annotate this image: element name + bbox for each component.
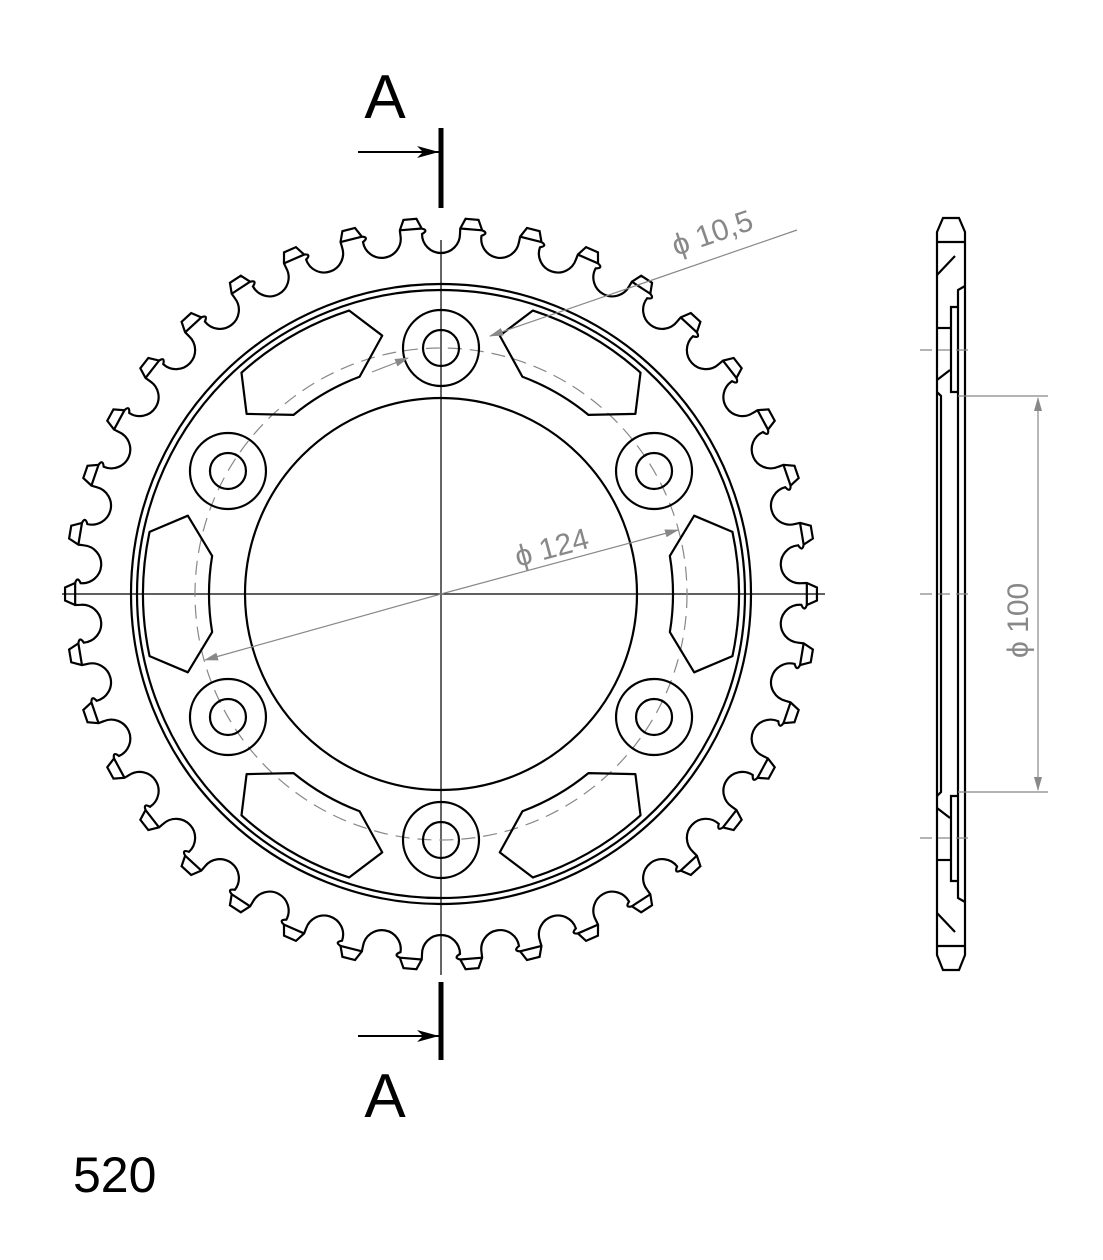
tooth-chamfer-line: [283, 253, 305, 265]
section-label-top: A: [364, 63, 406, 132]
tooth-chamfer-line: [679, 316, 698, 334]
sprocket-side-view: ϕ 100: [920, 216, 1048, 972]
tooth-chamfer-line: [340, 944, 363, 953]
tooth-chamfer-line: [460, 227, 483, 232]
lightening-window: [240, 309, 384, 416]
tooth-chamfer-line: [577, 923, 599, 935]
tooth-chamfer-line: [184, 316, 203, 334]
tooth-chamfer-line: [90, 702, 100, 724]
tooth-chamfer-line: [340, 235, 363, 244]
bolt-hole-boss: [401, 800, 481, 880]
tooth-chamfer-line: [722, 359, 738, 379]
tooth-chamfer-line: [399, 227, 422, 232]
tooth-chamfer-line: [798, 643, 805, 666]
tooth-chamfer-line: [519, 235, 542, 244]
tooth-chamfer-line: [631, 893, 651, 908]
tooth-chamfer-line: [460, 956, 483, 961]
tooth-chamfer-line: [90, 464, 100, 486]
chain-size-label: 520: [73, 1147, 156, 1203]
bolt-hole: [208, 451, 248, 491]
lightening-window: [240, 772, 384, 879]
section-marker-top: A: [358, 63, 444, 208]
bolt-hole-boss: [188, 677, 268, 757]
tooth-chamfer-line: [782, 464, 792, 486]
tooth-chamfer-line: [77, 522, 84, 545]
bolt-circle-diameter-label: ϕ 124: [511, 522, 592, 573]
tooth-chamfer-line: [113, 757, 126, 779]
section-marker-bottom: A: [358, 982, 444, 1131]
tooth-chamfer-line: [519, 944, 542, 953]
tooth-chamfer-line: [399, 956, 422, 961]
tooth-chamfer-line: [184, 854, 203, 872]
sprocket-front-view: [63, 217, 819, 971]
lightening-window: [498, 309, 642, 416]
bolt-hole-boss: [614, 677, 694, 757]
center-bore-diameter-label: ϕ 100: [1002, 583, 1035, 658]
tooth-chamfer-line: [231, 280, 251, 295]
tooth-chamfer-line: [113, 409, 126, 431]
bolt-hole: [208, 697, 248, 737]
bolt-hole-dimension: ϕ 10,5: [371, 204, 798, 373]
tooth-chamfer-line: [722, 809, 738, 829]
bolt-hole: [421, 820, 461, 860]
bolt-hole: [634, 451, 674, 491]
tooth-chamfer-line: [283, 923, 305, 935]
lightening-window: [668, 514, 741, 674]
tooth-chamfer-line: [631, 280, 651, 295]
sprocket-teeth-outline: [63, 217, 819, 971]
section-label-bottom: A: [364, 1062, 406, 1131]
lightening-window: [498, 772, 642, 879]
bolt-hole: [421, 328, 461, 368]
tooth-chamfer-line: [77, 643, 84, 666]
bolt-hole-boss: [614, 431, 694, 511]
tooth-chamfer-line: [756, 757, 769, 779]
tooth-chamfer-line: [231, 893, 251, 908]
bolt-hole-boss: [401, 308, 481, 388]
lightening-window: [141, 514, 214, 674]
tooth-chamfer-line: [679, 854, 698, 872]
tooth-chamfer-line: [144, 359, 160, 379]
bolt-hole: [634, 697, 674, 737]
tooth-chamfer-line: [756, 409, 769, 431]
tooth-chamfer-line: [577, 253, 599, 265]
tooth-chamfer-line: [144, 809, 160, 829]
tooth-chamfer-line: [782, 702, 792, 724]
inner-ring-circle: [135, 288, 747, 900]
center-bore-circle: [243, 396, 639, 792]
bolt-hole-boss: [188, 431, 268, 511]
bolt-hole-diameter-label: ϕ 10,5: [668, 204, 758, 262]
tooth-chamfer-line: [798, 522, 805, 545]
outer-ring-circle: [129, 282, 753, 906]
bolt-circle-dashed: [194, 347, 688, 841]
